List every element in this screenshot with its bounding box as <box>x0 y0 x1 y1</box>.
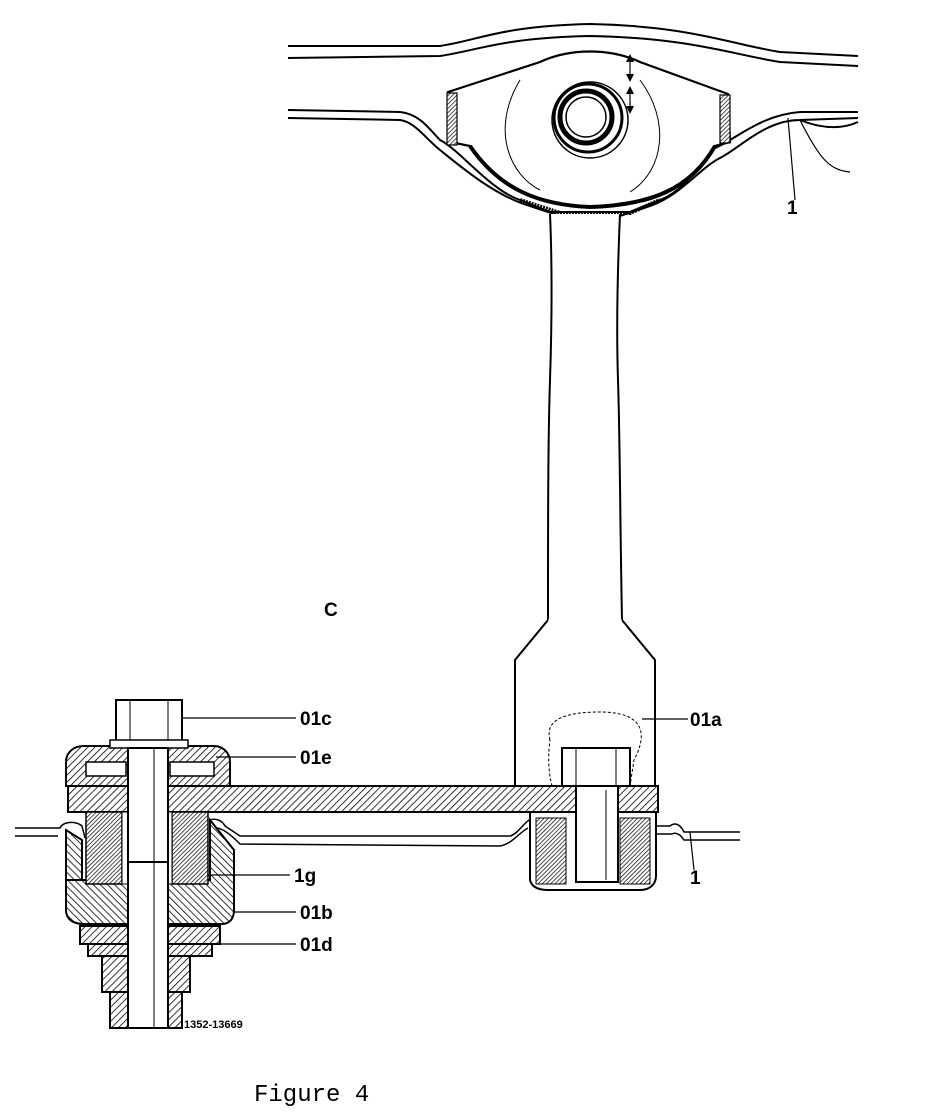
drawing-number: 1352-13669 <box>184 1019 243 1031</box>
right-bushing <box>529 747 657 891</box>
label-01d: 01d <box>300 935 333 956</box>
label-right-ref: 1 <box>690 868 701 889</box>
label-view-c: C <box>324 600 338 621</box>
tool-lever-01a <box>514 213 656 787</box>
leader-top-ref <box>787 117 796 201</box>
label-01c: 01c <box>300 709 332 730</box>
label-01e: 01e <box>300 748 332 769</box>
label-01b: 01b <box>300 903 333 924</box>
figure-caption: Figure 4 <box>254 1082 369 1109</box>
label-01a: 01a <box>690 710 722 731</box>
left-assembly <box>65 699 235 1029</box>
label-1g: 1g <box>294 866 316 887</box>
shaft-pin <box>551 54 634 159</box>
leader-lines <box>182 717 688 945</box>
label-top-ref: 1 <box>787 198 798 219</box>
vehicle-panel <box>15 815 740 871</box>
